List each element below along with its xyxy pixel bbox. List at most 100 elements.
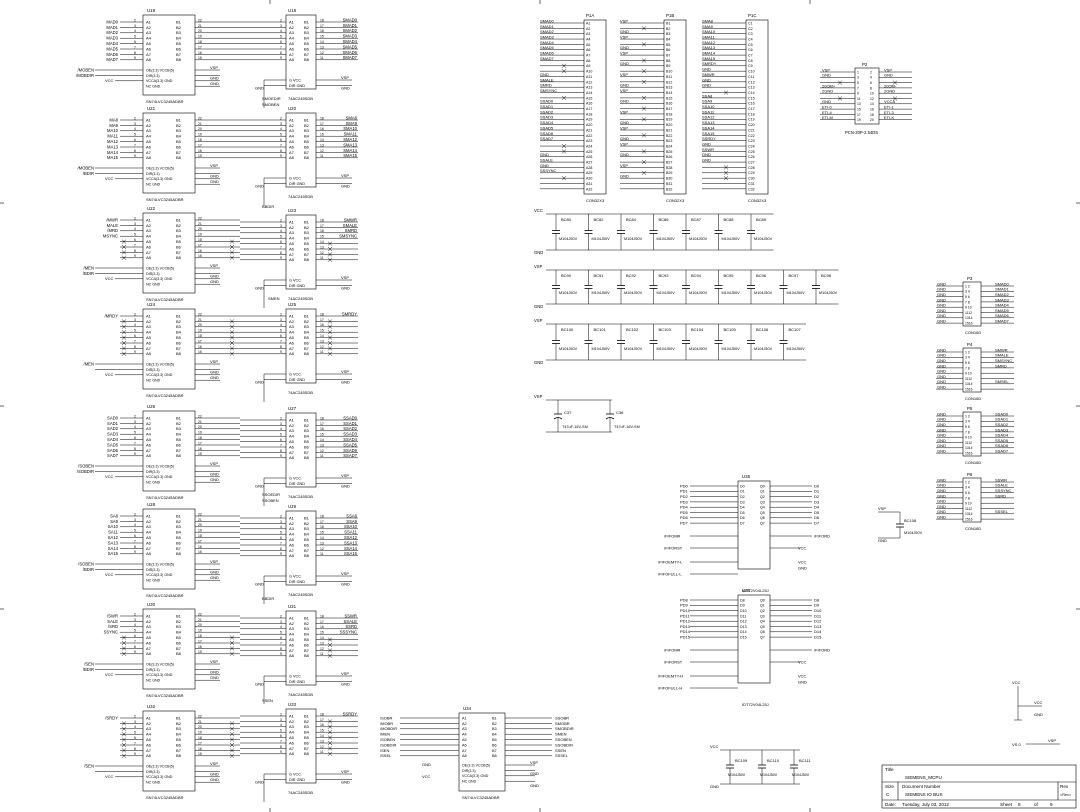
ctrl-pin-label: NC GND — [146, 579, 161, 583]
power-label: VSP — [341, 473, 349, 478]
pin-label: A8 — [289, 751, 295, 756]
pin-label: A5 — [289, 537, 295, 542]
pin-label: A3 — [289, 230, 295, 235]
pin-number: 20 — [870, 118, 874, 122]
net-label: GND — [702, 141, 711, 146]
pin-label: B5 — [304, 335, 310, 340]
power-label: GND — [937, 427, 946, 432]
pin-label: B8 — [304, 57, 310, 62]
pin-label: C4 — [748, 37, 753, 41]
pin-label: C16 — [748, 102, 755, 106]
power-label: GND — [937, 385, 946, 390]
chip-ref: U30 — [147, 602, 156, 607]
pin-number: 4 — [280, 323, 282, 327]
net-label: SMAD4 — [995, 303, 1010, 308]
pin-label: A5 — [586, 43, 590, 47]
rev-value: <Rev> — [1060, 793, 1072, 797]
pin-label: A6 — [289, 642, 295, 647]
pin-number: 6 — [134, 436, 136, 440]
net-label: PD1 — [680, 489, 689, 494]
net-label: SAD3 — [107, 432, 119, 437]
net-label: /SOBDIR — [380, 742, 397, 747]
chip-ref: U32 — [147, 704, 156, 709]
pin-label: A25 — [586, 150, 592, 154]
power-label: VCC — [105, 774, 114, 779]
net-label: /FIFOMR — [664, 647, 681, 652]
pin-label: A6 — [146, 442, 152, 447]
pin-label: B11 — [666, 75, 672, 79]
power-label: GND — [341, 682, 350, 687]
power-label: GND — [341, 484, 350, 489]
cap-plate-curved — [553, 417, 563, 420]
net-label: SMSYNC — [995, 358, 1012, 363]
chip-part: SN74LVC3245ADBR — [462, 795, 500, 800]
pin-number: 6 — [280, 40, 282, 44]
pin-label: Q5 — [760, 625, 765, 629]
pin-number: 7 — [134, 441, 136, 445]
cap-value: M104J50V — [592, 237, 611, 241]
pin-label: A3 — [586, 32, 590, 36]
net-label: GND — [620, 136, 629, 141]
cap-value: M104J50V — [592, 291, 611, 295]
net-label: VSP — [620, 163, 628, 168]
pin-number: 15 — [320, 133, 324, 137]
net-label: SSA10 — [344, 524, 358, 529]
power-label: GND — [937, 369, 946, 374]
connector-body — [854, 67, 880, 125]
pin-label: A7 — [146, 250, 152, 255]
net-label: PD8 — [680, 597, 689, 602]
pin-number: 13 — [320, 541, 324, 545]
pin-label: D4 — [740, 506, 745, 510]
net-label: GND — [822, 99, 831, 104]
no-connect-mark — [229, 324, 235, 329]
power-label: GND — [255, 286, 264, 291]
pin-number: 11 — [320, 256, 324, 260]
pin-label: B3 — [492, 727, 497, 731]
ctrl-pin-label: DIR GND — [289, 482, 305, 486]
no-connect-mark — [327, 735, 333, 740]
cap-ref: BC111 — [799, 758, 811, 763]
net-label: /MOBR — [380, 721, 393, 726]
pin-number: 4 — [280, 127, 282, 131]
connector-part: PCN-20P-2.54DS — [845, 130, 878, 135]
pin-label: A2 — [289, 719, 295, 724]
pin-label: D5 — [740, 511, 745, 515]
power-label: GND — [210, 570, 219, 575]
pin-number: 20 — [198, 725, 202, 729]
power-label: GND — [210, 575, 219, 580]
pin-label: B1 — [492, 716, 497, 720]
pin-label: B3 — [176, 324, 182, 329]
pin-label: B8 — [304, 751, 310, 756]
pin-number: 15 — [320, 631, 324, 635]
decoupling-capacitors: VCCGNDBC80M104J50VBC82M104J50VBC84M104J5… — [534, 208, 839, 433]
net-label: MAD1 — [106, 25, 118, 30]
no-connect-mark — [327, 751, 333, 756]
pin-label: A5 — [146, 737, 152, 742]
pin-number: 7 — [134, 539, 136, 543]
power-label: GND — [210, 670, 219, 675]
power-label: VSP — [210, 163, 218, 168]
pin-label: A32 — [586, 187, 592, 191]
pin-label: B1 — [176, 217, 182, 222]
pin-label: A1 — [289, 417, 295, 422]
power-label: VSP — [341, 275, 349, 280]
pin-number: 9 — [280, 256, 282, 260]
pin-number: 1 2 — [965, 480, 970, 484]
pin-number: 13 — [320, 739, 324, 743]
pin-number: 7 8 — [965, 366, 970, 370]
pin-number: 7 8 — [965, 496, 970, 500]
chip-part: 74AC245SDB — [288, 592, 313, 597]
pin-number: 9 — [280, 750, 282, 754]
power-label: GND — [937, 281, 946, 286]
net-label: GND — [540, 72, 549, 77]
chip-ref: U23 — [288, 208, 297, 213]
pin-number: 17 — [198, 441, 202, 445]
net-label: SMOBEN — [262, 102, 279, 107]
pin-number: 3 — [134, 618, 136, 622]
no-connect-mark — [121, 737, 127, 742]
no-connect-mark — [327, 241, 333, 246]
power-label: GND — [937, 433, 946, 438]
power-label: VCC — [710, 744, 719, 749]
cap-value: M104J50V — [787, 291, 806, 295]
pin-number: 9 — [134, 650, 136, 654]
